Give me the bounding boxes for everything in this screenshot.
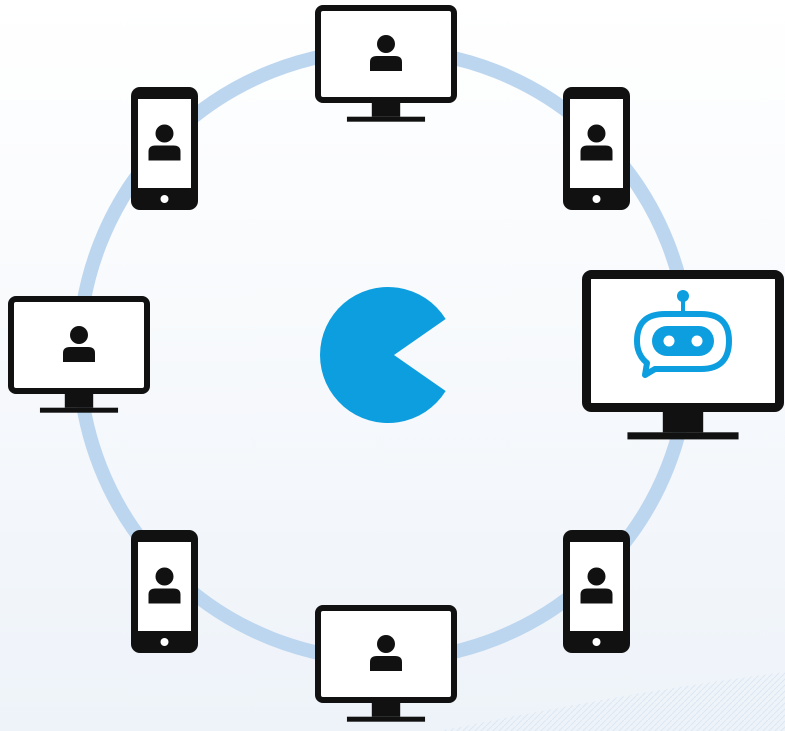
monitor-base — [39, 407, 119, 413]
monitor-base — [627, 432, 739, 440]
phone-bottom-left — [131, 530, 198, 653]
phone-screen — [138, 542, 191, 631]
person-icon — [148, 124, 181, 161]
hub-shape — [319, 287, 446, 424]
phone-top-right — [563, 87, 630, 210]
monitor-screen — [315, 5, 457, 103]
monitor-top — [315, 5, 457, 122]
phone-top-left — [131, 87, 198, 210]
monitor-stand — [662, 411, 704, 433]
monitor-right — [582, 270, 784, 440]
hub-logo-icon — [319, 287, 446, 424]
monitor-left — [8, 296, 150, 413]
monitor-stand — [64, 393, 94, 408]
phone-screen — [138, 99, 191, 188]
chatbot-icon — [634, 290, 732, 378]
device-nodes — [8, 5, 784, 722]
person-icon — [370, 635, 402, 671]
monitor-stand — [371, 702, 401, 717]
phone-screen — [570, 542, 623, 631]
person-icon — [63, 326, 95, 362]
person-icon — [580, 567, 613, 604]
phone-home-button — [592, 195, 601, 203]
person-icon — [580, 124, 613, 161]
person-icon — [148, 567, 181, 604]
monitor-bottom — [315, 605, 457, 722]
phone-home-button — [160, 638, 169, 646]
monitor-base — [346, 116, 426, 122]
phone-screen — [570, 99, 623, 188]
monitor-stand — [371, 102, 401, 117]
phone-home-button — [160, 195, 169, 203]
person-icon — [370, 35, 402, 71]
background-wave — [440, 672, 785, 731]
phone-bottom-right — [563, 530, 630, 653]
monitor-screen — [315, 605, 457, 703]
phone-home-button — [592, 638, 601, 646]
monitor-screen — [8, 296, 150, 394]
monitor-base — [346, 716, 426, 722]
